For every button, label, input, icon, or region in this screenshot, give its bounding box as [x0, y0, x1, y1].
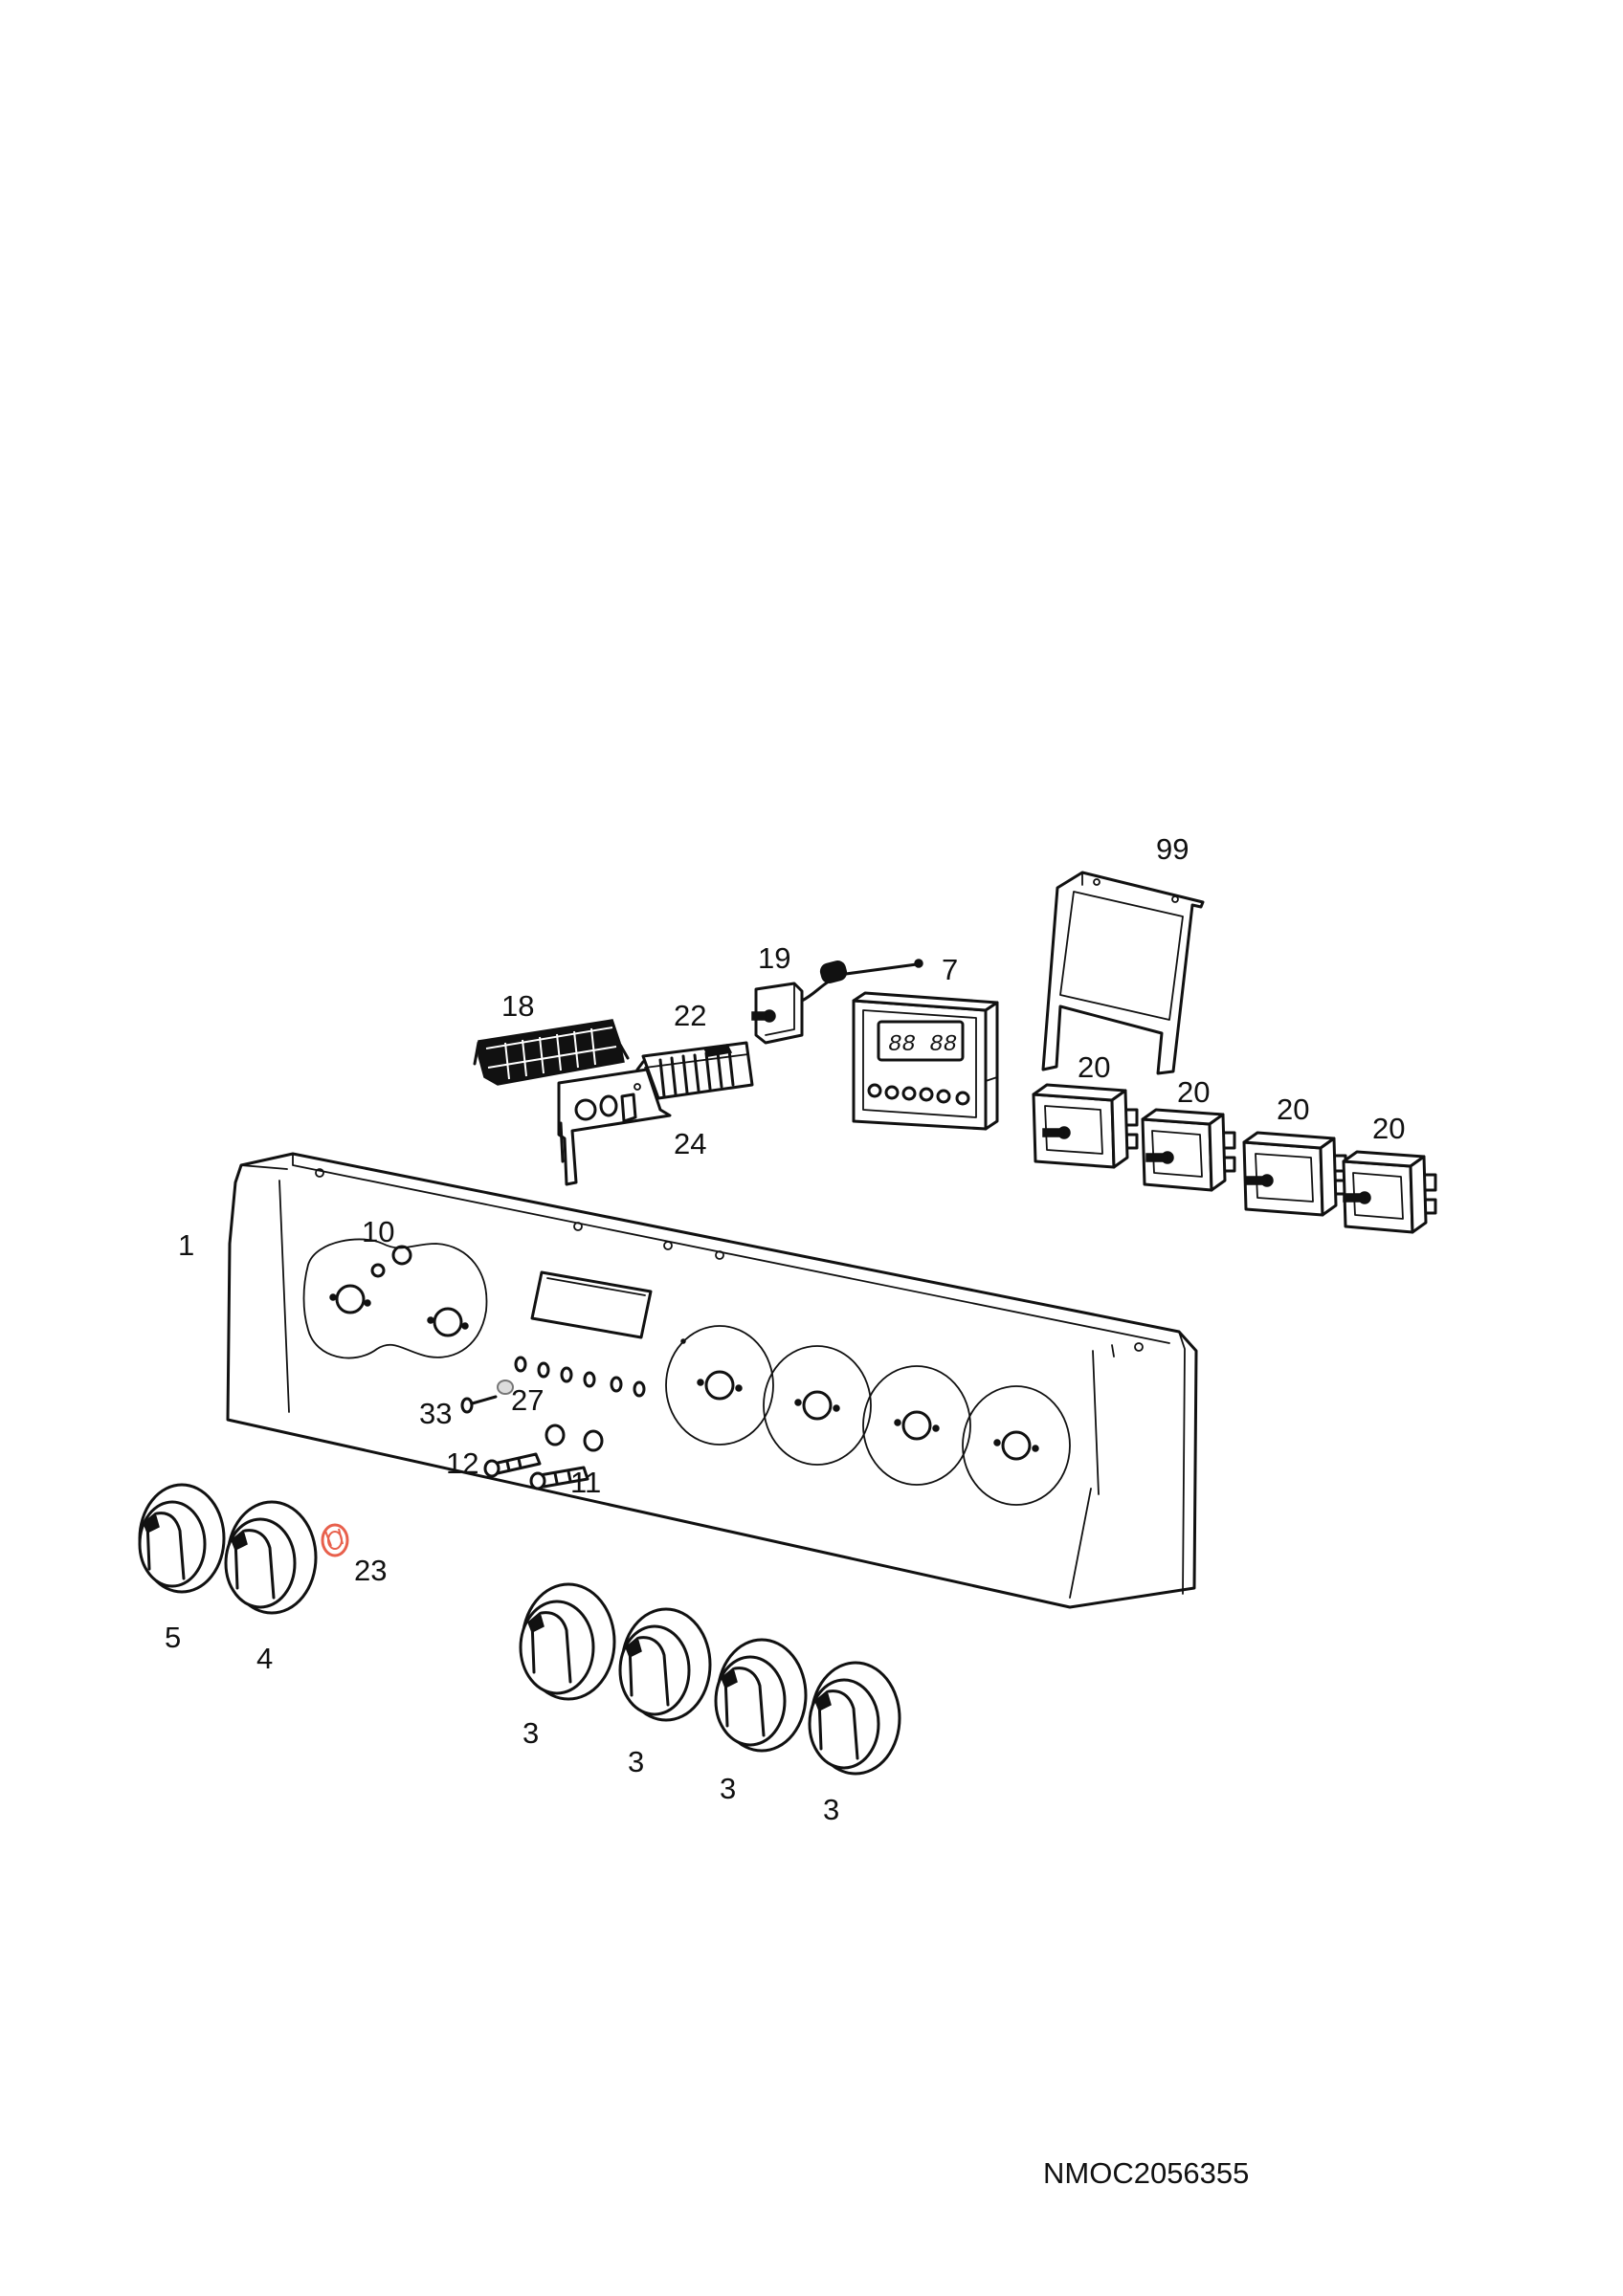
callout-20-3: 20	[1277, 1093, 1309, 1126]
callout-20-2: 20	[1177, 1075, 1210, 1109]
callout-27: 27	[511, 1383, 544, 1417]
callout-10: 10	[362, 1215, 394, 1248]
callout-24: 24	[674, 1127, 706, 1160]
callout-18: 18	[501, 989, 534, 1023]
drawing-code: NMOC2056355	[1043, 2156, 1249, 2190]
lamp-part-12	[483, 1452, 542, 1478]
callout-20-1: 20	[1078, 1050, 1110, 1084]
callout-11: 11	[570, 1466, 601, 1499]
lamp-part-11	[529, 1466, 589, 1490]
callout-22: 22	[674, 999, 706, 1032]
regulator-part-20-3	[1242, 1131, 1347, 1217]
svg-text:88 88: 88 88	[888, 1032, 957, 1058]
knob-part-4	[224, 1500, 318, 1615]
thermostat-part-19	[751, 959, 923, 1045]
callout-33: 33	[419, 1397, 452, 1430]
regulator-part-20-2	[1141, 1108, 1236, 1192]
callout-4: 4	[256, 1642, 273, 1675]
bracket-part-99	[1041, 871, 1205, 1075]
callout-3-2: 3	[628, 1745, 644, 1778]
screw-part-33	[460, 1395, 498, 1414]
knob-part-3-3	[714, 1638, 808, 1753]
knob-part-3-1	[519, 1582, 616, 1701]
control-panel-part-1	[226, 1152, 1198, 1609]
spacer-part-27	[497, 1380, 514, 1395]
terminal-block-part-18	[473, 1019, 630, 1086]
regulator-part-20-1	[1032, 1083, 1139, 1169]
knob-part-3-2	[618, 1607, 712, 1722]
timer-part-7: 88 88	[852, 991, 999, 1131]
callout-3-4: 3	[823, 1793, 839, 1826]
regulator-part-20-4	[1342, 1150, 1437, 1234]
callout-20-4: 20	[1372, 1112, 1405, 1145]
knob-part-3-4	[808, 1661, 901, 1776]
callout-7: 7	[942, 953, 958, 986]
callout-99: 99	[1156, 832, 1189, 866]
bezel-part-23	[321, 1523, 349, 1557]
callout-1: 1	[178, 1228, 194, 1262]
bracket-plate-part-24	[557, 1068, 672, 1186]
callout-19: 19	[758, 941, 790, 975]
callout-3-3: 3	[720, 1772, 736, 1805]
callout-3-1: 3	[522, 1716, 539, 1750]
callout-5: 5	[165, 1621, 181, 1654]
callout-12: 12	[446, 1446, 478, 1480]
callout-23: 23	[354, 1554, 387, 1587]
knob-part-5	[138, 1483, 226, 1594]
